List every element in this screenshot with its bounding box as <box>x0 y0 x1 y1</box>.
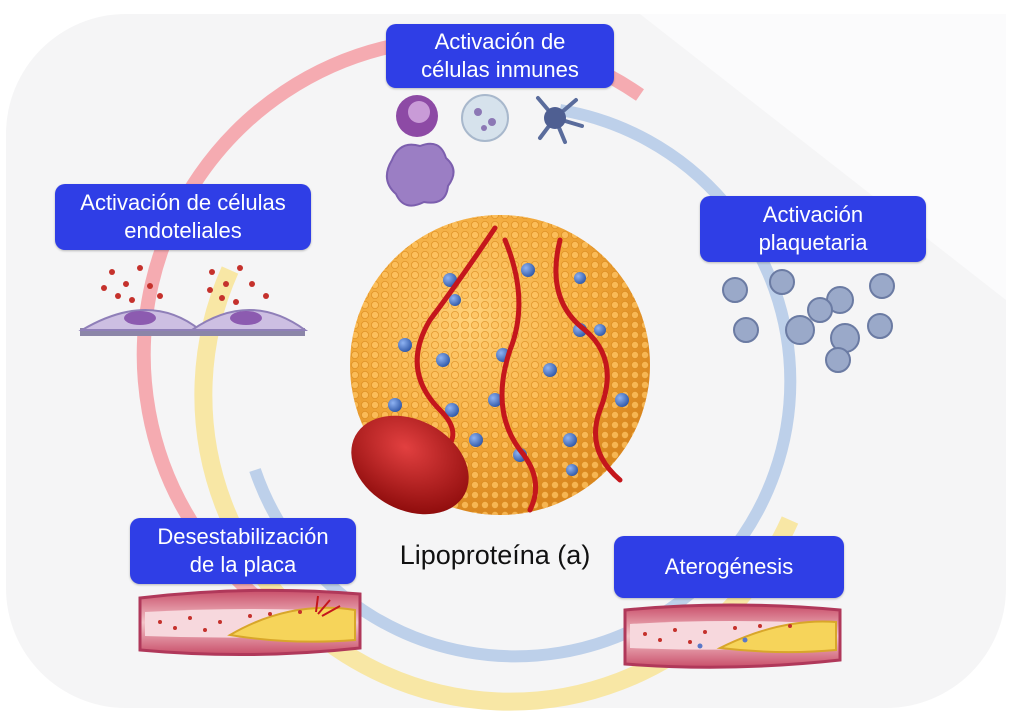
label-line: endoteliales <box>124 218 242 243</box>
apolipoprotein-a-disc <box>351 415 469 515</box>
platelet <box>769 269 795 295</box>
immune-cell-2 <box>461 94 509 142</box>
platelet <box>807 297 833 323</box>
immune-cell-macrophage <box>385 142 455 207</box>
label-endothelial-activation: Activación de células endoteliales <box>55 184 311 250</box>
lipoprotein-particle <box>350 215 650 515</box>
label-line: Activación de células <box>80 190 286 215</box>
vessel-atherogenesis <box>623 603 842 669</box>
label-plaque-destabilization: Desestabilización de la placa <box>130 518 356 584</box>
label-platelet-activation: Activación plaquetaria <box>700 196 926 262</box>
plaque-core <box>227 606 356 643</box>
endothelial-cells-illustration <box>78 265 309 336</box>
platelet <box>785 315 815 345</box>
plaque-core <box>716 620 837 654</box>
label-line: plaquetaria <box>758 230 868 255</box>
platelets-illustration <box>722 269 895 373</box>
label-line: de la placa <box>189 552 297 577</box>
label-line: Activación de <box>434 29 566 54</box>
immune-cells-illustration <box>385 94 584 207</box>
vessel-plaque-destabilization <box>138 588 362 657</box>
label-atherogenesis: Aterogénesis <box>614 536 844 598</box>
platelet <box>867 313 893 339</box>
apolipoprotein-a-chains <box>414 225 623 513</box>
platelet <box>825 347 851 373</box>
label-line: Activación <box>762 202 864 227</box>
label-line: Aterogénesis <box>664 554 794 579</box>
label-line: células inmunes <box>421 57 579 82</box>
center-label-lipoprotein-a: Lipoproteína (a) <box>399 540 591 570</box>
platelet <box>722 277 748 303</box>
platelet <box>869 273 895 299</box>
label-immune-cell-activation: Activación de células inmunes <box>386 24 614 88</box>
platelet <box>733 317 759 343</box>
label-line: Desestabilización <box>157 524 329 549</box>
